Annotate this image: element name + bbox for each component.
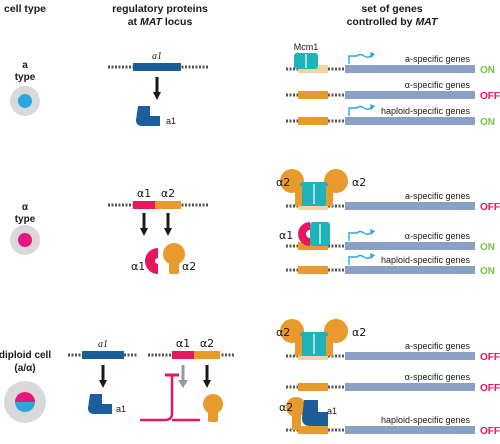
alpha1-protein-shape — [145, 248, 158, 274]
diploid-gene-a1-box — [82, 351, 124, 359]
gene-status: ON — [480, 65, 495, 76]
cell-diploid-nucleus-bottom — [15, 402, 35, 412]
cell-diploid-label-2: (a/α) — [14, 363, 35, 374]
diploid-gene-a1-label: a1 — [98, 339, 108, 350]
panel3-a1-label: a1 — [327, 406, 337, 416]
diploid-gene-alpha2-label: α2 — [200, 337, 214, 350]
gene-status: OFF — [480, 202, 500, 213]
header-cell-type: cell type — [4, 3, 46, 15]
transcription-arrow-icon — [348, 53, 373, 64]
diploid-gene-alpha1-label: α1 — [176, 337, 190, 350]
gene-alpha1-label: α1 — [137, 187, 151, 200]
gene-a1-box — [133, 63, 181, 71]
gene-alpha2-box — [155, 201, 181, 209]
cell-a-label: a — [22, 60, 28, 71]
panel3-alpha2-right: α2 — [352, 326, 366, 339]
gene-bar — [345, 383, 475, 391]
promoter-box — [298, 91, 328, 99]
locus-a-type: a1 a1 — [108, 51, 208, 126]
gene-set-label: α-specific genes — [405, 372, 471, 382]
gene-status: OFF — [480, 383, 500, 394]
panel3-alpha2-left: α2 — [276, 326, 290, 339]
mcm1-label: Mcm1 — [294, 42, 319, 52]
cell-alpha-label: α — [22, 202, 29, 213]
a1-protein-label: a1 — [166, 116, 176, 126]
transcription-arrow-icon — [348, 105, 373, 116]
cell-type-alpha: α type — [10, 202, 40, 255]
cell-a-nucleus — [18, 94, 32, 108]
gene-bar — [345, 202, 475, 210]
gene-status: ON — [480, 242, 495, 253]
gene-set-label: a-specific genes — [405, 54, 471, 64]
gene-alpha1-box — [133, 201, 155, 209]
panel2-repressor-complex: α2 α2 — [276, 169, 366, 206]
transcription-arrow-icon — [348, 230, 373, 241]
gene-bar — [345, 242, 475, 250]
gene-status: OFF — [480, 352, 500, 363]
gene-set-label: haploid-specific genes — [381, 255, 471, 265]
diploid-alpha2-protein-stem — [208, 410, 218, 422]
cell-alpha-label-2: type — [15, 214, 36, 225]
gene-bar — [345, 91, 475, 99]
panel3-repressor-complex: α2 α2 — [276, 319, 366, 356]
gene-bar — [345, 266, 475, 274]
diploid-gene-alpha2-box — [194, 351, 220, 359]
gene-status: OFF — [480, 426, 500, 437]
cell-type-a: a type — [10, 60, 40, 116]
gene-set-label: a-specific genes — [405, 341, 471, 351]
alpha2-protein-stem — [169, 260, 179, 274]
alpha1-protein-label: α1 — [131, 260, 145, 273]
diploid-gene-alpha1-box — [172, 351, 194, 359]
gene-bar — [345, 352, 475, 360]
panel3-a1-alpha2-complex: α2 a1 — [279, 397, 337, 430]
panel3-alpha2-label: α2 — [279, 401, 293, 414]
locus-diploid: a1 a1 α1 α2 — [68, 337, 234, 422]
alpha2-protein-label: α2 — [182, 260, 196, 273]
cell-diploid-nucleus-top — [15, 392, 35, 402]
gene-set-label: α-specific genes — [405, 80, 471, 90]
gene-status: ON — [480, 266, 495, 277]
panel2-activator-complex: α1 — [279, 222, 330, 246]
cell-alpha-nucleus — [18, 233, 32, 247]
gene-status: OFF — [480, 91, 500, 102]
gene-bar — [345, 65, 475, 73]
cell-diploid-label: diploid cell — [0, 350, 51, 361]
gene-set-label: haploid-specific genes — [381, 106, 471, 116]
locus-alpha-type: α1 α2 α1 α2 — [108, 187, 208, 274]
promoter-box — [298, 383, 328, 391]
promoter-box — [298, 266, 328, 274]
transcription-arrow-icon — [348, 254, 373, 265]
promoter-box — [298, 426, 328, 434]
header-genes: set of genes — [361, 3, 422, 15]
panel2-alpha2-right: α2 — [352, 176, 366, 189]
header-regulatory-line2: at MAT locus — [128, 16, 193, 28]
a1-protein-shape — [136, 106, 160, 126]
cell-type-diploid: diploid cell (a/α) — [0, 350, 51, 423]
header-regulatory: regulatory proteins — [112, 3, 208, 15]
gene-bar — [345, 117, 475, 125]
header-genes-line2: controlled by MAT — [347, 16, 439, 28]
cell-a-label-2: type — [15, 72, 36, 83]
promoter-box — [298, 117, 328, 125]
diploid-alpha2-protein-head — [203, 394, 223, 414]
diploid-a1-protein — [88, 394, 112, 414]
diploid-a1-protein-label: a1 — [116, 404, 126, 414]
gene-a1-label: a1 — [152, 51, 162, 62]
panel2-alpha1: α1 — [279, 229, 293, 242]
alpha2-protein-head — [163, 243, 185, 265]
panel1-mcm1: Mcm1 — [294, 42, 319, 69]
gene-set-label: haploid-specific genes — [381, 415, 471, 425]
gene-bar — [345, 426, 475, 434]
inhibition-line — [140, 375, 174, 422]
panel2-alpha2-left: α2 — [276, 176, 290, 189]
gene-set-label: α-specific genes — [405, 231, 471, 241]
gene-status: ON — [480, 117, 495, 128]
gene-set-label: a-specific genes — [405, 191, 471, 201]
gene-alpha2-label: α2 — [161, 187, 175, 200]
